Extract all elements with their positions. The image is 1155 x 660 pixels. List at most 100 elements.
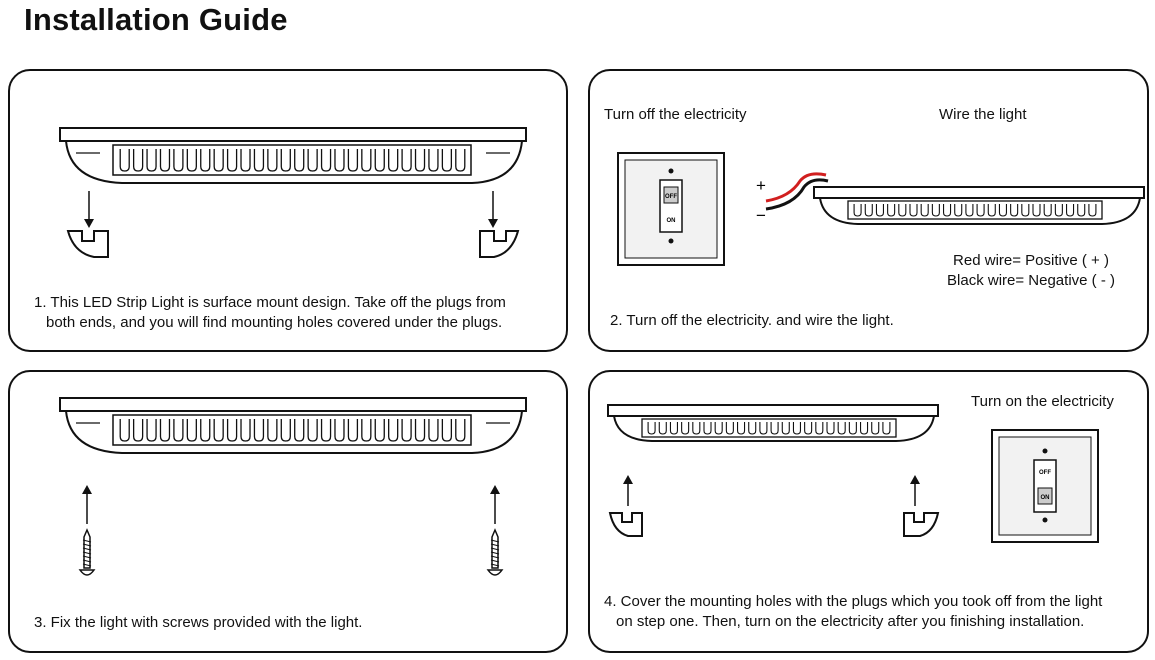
screw-thread bbox=[490, 555, 500, 559]
screw-icon bbox=[486, 528, 504, 576]
led-fin bbox=[909, 204, 918, 217]
step-3-caption: 3. Fix the light with screws provided wi… bbox=[34, 614, 363, 631]
label-turn-off: Turn off the electricity bbox=[604, 106, 747, 123]
screw-thread bbox=[490, 563, 500, 567]
minus-sign: − bbox=[756, 206, 766, 225]
led-fin bbox=[200, 149, 211, 172]
plug-icon bbox=[608, 512, 643, 537]
switch-on-label: ON bbox=[667, 218, 676, 224]
led-fin bbox=[388, 419, 399, 442]
screw-thread bbox=[82, 559, 92, 563]
led-fin bbox=[848, 422, 857, 435]
arrow-icon bbox=[84, 191, 94, 228]
red-wire-label: Red wire= Positive ( + ) bbox=[953, 252, 1109, 269]
screw-icon bbox=[78, 528, 96, 576]
led-fin bbox=[837, 422, 846, 435]
led-fin bbox=[347, 149, 359, 172]
led-fin bbox=[159, 149, 171, 172]
led-strip-light-icon bbox=[813, 186, 1145, 225]
step-4-caption: 4. Cover the mounting holes with the plu… bbox=[604, 592, 1102, 632]
led-fin bbox=[294, 419, 305, 442]
led-fin bbox=[132, 149, 144, 172]
led-fin bbox=[826, 422, 835, 435]
arrow-icon bbox=[488, 191, 498, 228]
led-fin bbox=[374, 419, 385, 442]
led-fin bbox=[280, 149, 291, 172]
step-2-caption: 2. Turn off the electricity. and wire th… bbox=[610, 312, 894, 329]
plug-icon bbox=[66, 230, 109, 258]
led-fin bbox=[388, 149, 399, 172]
led-fin bbox=[455, 149, 466, 172]
page-title: Installation Guide bbox=[24, 2, 288, 37]
switch-off-label: OFF bbox=[665, 194, 677, 200]
arrow-icon bbox=[82, 485, 92, 524]
step-4-illustration: OFF ON bbox=[607, 404, 1099, 543]
led-fin bbox=[253, 149, 265, 172]
led-fin bbox=[280, 419, 291, 442]
led-fin bbox=[658, 422, 667, 435]
led-fin bbox=[942, 204, 952, 217]
led-fin bbox=[414, 419, 426, 442]
led-fin bbox=[361, 149, 372, 172]
led-fin bbox=[267, 419, 278, 442]
led-fin bbox=[875, 204, 885, 217]
plug-icon bbox=[479, 230, 520, 258]
led-fin bbox=[692, 422, 701, 435]
led-fin bbox=[898, 204, 907, 217]
led-fin bbox=[1043, 204, 1052, 217]
led-fin bbox=[882, 422, 891, 435]
led-fin bbox=[441, 419, 453, 442]
led-fin bbox=[931, 204, 940, 217]
led-strip-light-icon bbox=[59, 127, 527, 184]
label-turn-on: Turn on the electricity bbox=[971, 393, 1114, 410]
led-fin bbox=[401, 149, 412, 172]
led-fin bbox=[334, 419, 345, 442]
step-2-illustration: OFF ON + − bbox=[617, 152, 1145, 266]
led-fin bbox=[173, 419, 184, 442]
led-fin bbox=[781, 422, 790, 435]
led-fin bbox=[374, 149, 385, 172]
label-wire-light: Wire the light bbox=[939, 106, 1027, 123]
led-fin bbox=[226, 419, 238, 442]
led-fin bbox=[159, 419, 171, 442]
arrow-icon bbox=[910, 475, 920, 506]
led-fin bbox=[267, 149, 278, 172]
step-1-line-2: both ends, and you will find mounting ho… bbox=[46, 314, 503, 331]
led-fin bbox=[455, 419, 466, 442]
led-fin bbox=[146, 419, 157, 442]
step-4-line-2: on step one. Then, turn on the electrici… bbox=[616, 613, 1085, 630]
led-fin bbox=[186, 419, 197, 442]
led-fin bbox=[119, 149, 130, 172]
led-fin bbox=[347, 419, 359, 442]
step-3-illustration bbox=[59, 397, 527, 576]
led-fin bbox=[173, 149, 184, 172]
led-fin bbox=[361, 419, 372, 442]
led-fin bbox=[146, 149, 157, 172]
led-fin bbox=[414, 149, 426, 172]
led-fin bbox=[1032, 204, 1041, 217]
led-fin bbox=[864, 204, 873, 217]
screw-thread bbox=[82, 543, 92, 547]
led-fin bbox=[320, 149, 332, 172]
switch-off-label: OFF bbox=[1039, 470, 1051, 476]
light-switch-icon: OFF ON bbox=[617, 152, 725, 266]
led-fin bbox=[887, 204, 896, 217]
arrow-icon bbox=[623, 475, 633, 506]
screw-thread bbox=[82, 563, 92, 567]
step-1-caption: 1. This LED Strip Light is surface mount… bbox=[34, 293, 506, 333]
led-fin bbox=[213, 149, 224, 172]
led-fin bbox=[119, 419, 130, 442]
led-fin bbox=[853, 204, 862, 217]
led-fin bbox=[132, 419, 144, 442]
led-fin bbox=[976, 204, 985, 217]
led-fin bbox=[213, 419, 224, 442]
step-1-illustration bbox=[59, 127, 527, 258]
plug-icon bbox=[903, 512, 940, 537]
led-fin bbox=[1021, 204, 1030, 217]
led-fin bbox=[770, 422, 779, 435]
led-fin bbox=[736, 422, 746, 435]
led-fin bbox=[200, 419, 211, 442]
screw-thread bbox=[490, 551, 500, 555]
wire-icon bbox=[765, 172, 829, 211]
led-fin bbox=[1077, 204, 1086, 217]
